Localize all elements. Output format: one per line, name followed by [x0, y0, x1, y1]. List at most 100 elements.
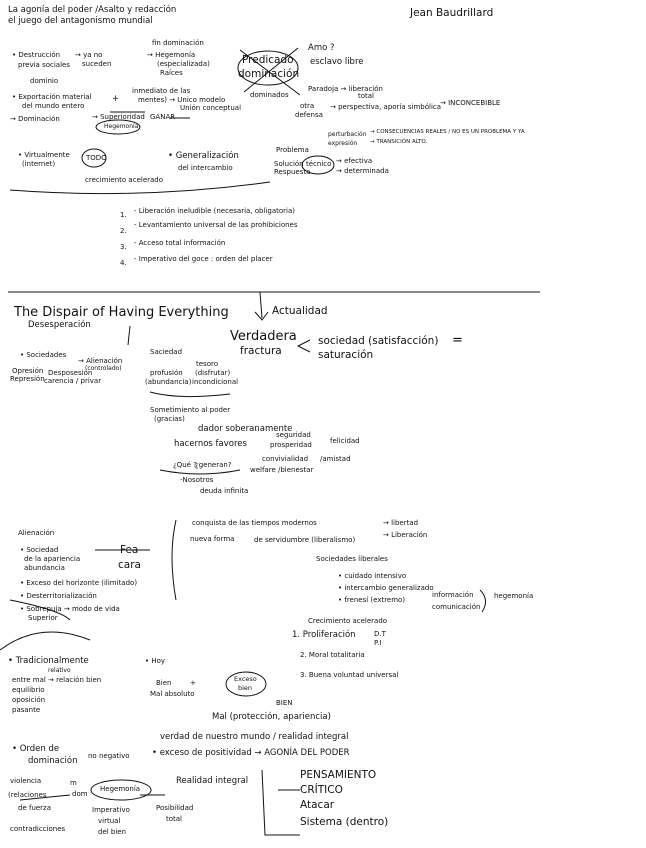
note-text: de fuerza — [18, 805, 51, 812]
note-text: (disfrutar) — [195, 370, 230, 377]
note-text: + — [190, 680, 196, 687]
note-text: suceden — [82, 61, 111, 68]
note-text: Mal (protección, apariencia) — [212, 713, 331, 722]
note-text: Desposesión — [48, 370, 92, 377]
note-text: incondicional — [192, 379, 238, 386]
note-text: → INCONCEBIBLE — [440, 100, 500, 107]
note-text: • frenesí (extremo) — [338, 597, 405, 604]
note-text: • exceso de positividad → AGONÍA DEL POD… — [152, 749, 350, 758]
note-text: Opresión — [12, 368, 43, 375]
note-text: virtual — [98, 818, 120, 825]
note-text: felicidad — [330, 438, 360, 445]
note-text: Amo ? — [308, 44, 335, 53]
note-text: /amistad — [320, 456, 351, 463]
note-text: • Virtualmente — [18, 152, 70, 159]
note-text: Exceso — [234, 676, 257, 683]
note-text: tesoro — [196, 361, 218, 368]
note-text: CRÍTICO — [300, 785, 343, 796]
note-text: → CONSECUENCIAS REALES / NO ES UN PROBLE… — [370, 130, 525, 136]
note-text: hacernos favores — [174, 440, 247, 449]
note-text: convivialidad — [262, 456, 308, 463]
note-text: del intercambio — [178, 165, 233, 172]
note-text: • Exceso del horizonte (ilimitado) — [20, 580, 137, 587]
note-text: (internet) — [22, 161, 55, 168]
note-text: BIEN — [276, 700, 293, 707]
author-name: Jean Baudrillard — [410, 8, 493, 19]
down-arrow — [128, 326, 130, 345]
note-text: de la apariencia — [24, 556, 80, 563]
note-text: bien — [238, 685, 252, 692]
note-text: dominación — [28, 757, 77, 766]
connector-curve — [0, 632, 90, 650]
note-text: = — [452, 334, 463, 347]
bracket-arrow — [298, 340, 310, 352]
note-text: Posibilidad — [156, 805, 193, 812]
note-text: defensa — [295, 112, 323, 119]
note-text: Sistema (dentro) — [300, 817, 388, 828]
note-text: fractura — [240, 346, 282, 357]
note-text: welfare /bienestar — [250, 467, 313, 474]
note-text: Fea — [120, 545, 138, 556]
note-text: 2. Moral totalitaria — [300, 652, 365, 659]
note-text: • Sociedades — [20, 352, 66, 359]
note-text: pasante — [12, 707, 40, 714]
note-text: 3. Buena voluntad universal — [300, 672, 398, 679]
brace-curve — [150, 392, 230, 397]
note-text: P.I — [374, 640, 381, 647]
note-text: seguridad — [276, 432, 311, 439]
note-text: total — [166, 816, 182, 823]
note-text: Predicado — [242, 55, 294, 66]
note-text: nueva forma — [190, 536, 234, 543]
note-text: • Sociedad — [20, 547, 58, 554]
note-text: perturbación — [328, 132, 367, 138]
list-item: - Liberación ineludible (necesaria, obli… — [134, 208, 295, 215]
list-number: 4. — [120, 260, 127, 267]
note-text: técnico — [306, 161, 331, 168]
note-text: información — [432, 592, 474, 599]
note-text: → TRANSICIÓN ALTO. — [370, 140, 427, 146]
big-brace — [172, 520, 176, 600]
note-text: → libertad — [383, 520, 418, 527]
note-text: • Orden de — [12, 745, 59, 754]
note-text: crecimiento acelerado — [85, 177, 163, 184]
note-text: Hegemonía — [104, 124, 138, 130]
note-text: → Liberación — [383, 532, 427, 539]
note-text: → Alienación — [78, 358, 122, 365]
note-text: dominio — [30, 78, 58, 85]
note-text: ¿Qué ? — [173, 462, 197, 469]
topic-line-2: el juego del antagonismo mundial — [8, 17, 153, 26]
note-text: • Tradicionalmente — [8, 657, 89, 666]
note-text: Superior — [28, 615, 58, 622]
note-text: Atacar — [300, 800, 334, 811]
note-text: contradicciones — [10, 826, 65, 833]
note-text: otra — [300, 103, 314, 110]
note-text: Imperativo — [92, 807, 130, 814]
note-text: • intercambio generalizado — [338, 585, 434, 592]
note-text: dominación — [238, 69, 299, 80]
list-number: 1. — [120, 212, 127, 219]
note-text: dominados — [250, 92, 289, 99]
note-text: esclavo libre — [310, 58, 364, 67]
note-text: Alienación — [18, 530, 54, 537]
note-text: saturación — [318, 350, 373, 361]
note-text: m — [70, 780, 77, 787]
note-text: -Nosotros — [180, 477, 213, 484]
note-text: Realidad integral — [176, 777, 248, 786]
note-text: oposición — [12, 697, 45, 704]
note-text: hegemonía — [494, 593, 533, 600]
note-text: D.T — [374, 631, 386, 638]
note-text: GANAR — [150, 114, 175, 121]
note-text: Represión — [10, 376, 45, 383]
note-text: • Hoy — [145, 658, 165, 665]
note-text: mentes) → Unico modelo — [138, 97, 225, 104]
note-text: Sometimiento al poder — [150, 407, 230, 414]
note-text: → Dominación — [10, 116, 60, 123]
brace-curve — [480, 590, 486, 612]
list-item: - Imperativo del goce : orden del placer — [134, 256, 273, 263]
note-text: → ya no — [75, 52, 102, 59]
note-text: Desesperación — [28, 321, 91, 330]
note-text: Actualidad — [272, 306, 328, 317]
note-text: • Exportación material — [12, 94, 92, 101]
note-text: fin dominación — [152, 40, 204, 47]
